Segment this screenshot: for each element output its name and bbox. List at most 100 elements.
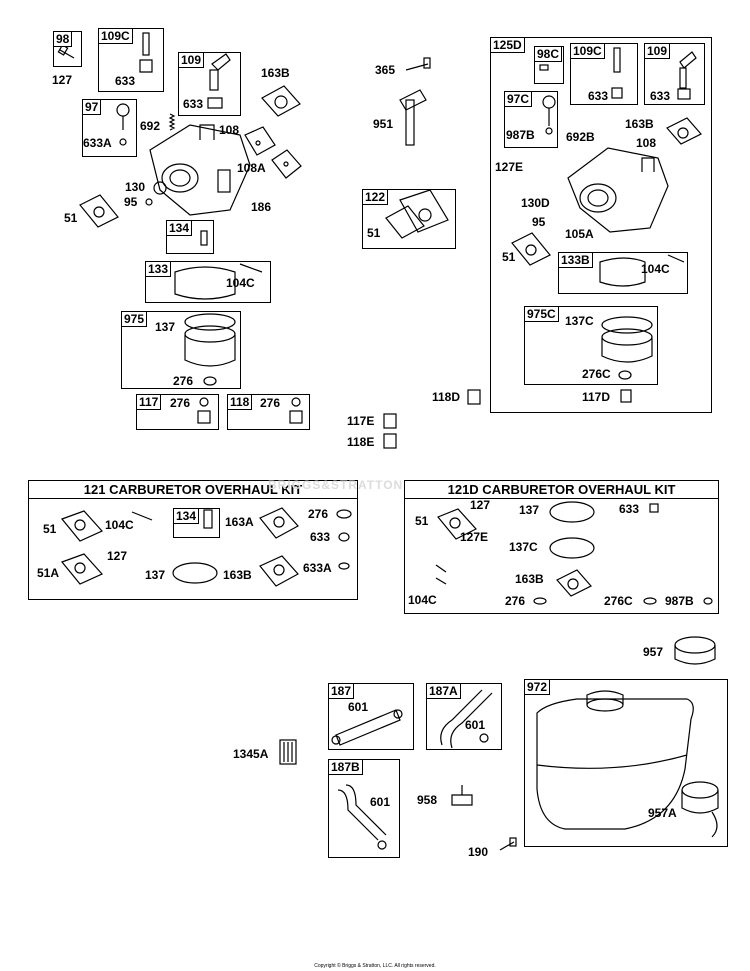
label-51: 51 bbox=[502, 250, 516, 264]
group-box-117 bbox=[136, 394, 219, 430]
label-601: 601 bbox=[348, 700, 369, 714]
float-icon bbox=[599, 254, 685, 287]
tag-134-kit: 134 bbox=[173, 508, 200, 524]
tag-109c: 109C bbox=[98, 28, 133, 44]
label-117d: 117D bbox=[582, 390, 611, 404]
label-276c: 276C bbox=[582, 367, 611, 381]
label-163b: 163B bbox=[223, 568, 252, 582]
carburetor-icon bbox=[149, 124, 251, 216]
label-163b: 163B bbox=[625, 117, 654, 131]
fuel-cap-icon bbox=[681, 781, 719, 838]
label-276c: 276C bbox=[604, 594, 633, 608]
label-987b: 987B bbox=[665, 594, 694, 608]
gasket-icon bbox=[79, 194, 119, 228]
label-127: 127 bbox=[107, 549, 128, 563]
label-692b: 692B bbox=[566, 130, 595, 144]
label-957: 957 bbox=[643, 645, 664, 659]
needle-valve-icon bbox=[139, 32, 153, 73]
label-137: 137 bbox=[155, 320, 176, 334]
tag-125d: 125D bbox=[490, 37, 525, 53]
label-163a: 163A bbox=[225, 515, 254, 529]
label-108a: 108A bbox=[237, 161, 266, 175]
primer-icon bbox=[542, 95, 556, 135]
label-957a: 957A bbox=[648, 806, 677, 820]
primer-icon bbox=[116, 103, 130, 146]
fuel-tank-icon bbox=[536, 690, 694, 830]
kit-box-121d: 121D CARBURETOR OVERHAUL KIT bbox=[404, 480, 719, 614]
label-365: 365 bbox=[375, 63, 396, 77]
tag-187: 187 bbox=[328, 683, 355, 699]
group-box-187a bbox=[426, 683, 502, 750]
label-51a: 51A bbox=[37, 566, 60, 580]
label-163b: 163B bbox=[515, 572, 544, 586]
tag-97: 97 bbox=[82, 99, 102, 115]
watermark: BRIGGS&STRATTON bbox=[268, 478, 404, 492]
label-51: 51 bbox=[367, 226, 381, 240]
label-137: 137 bbox=[145, 568, 166, 582]
kit-parts-icon bbox=[60, 507, 352, 587]
label-105a: 105A bbox=[565, 227, 594, 241]
float-bowl-icon bbox=[184, 313, 236, 386]
fitting-icon bbox=[200, 230, 208, 246]
label-127e: 127E bbox=[495, 160, 524, 174]
fuel-line-icon bbox=[331, 709, 403, 746]
tag-975c: 975C bbox=[524, 306, 559, 322]
label-104c: 104C bbox=[226, 276, 255, 290]
label-633: 633 bbox=[588, 89, 609, 103]
label-130: 130 bbox=[125, 180, 146, 194]
label-633: 633 bbox=[650, 89, 671, 103]
carburetor-icon bbox=[567, 147, 669, 233]
kit-parts-icon bbox=[435, 501, 713, 605]
tag-118: 118 bbox=[227, 394, 253, 410]
bolt-icon bbox=[383, 389, 481, 449]
label-633: 633 bbox=[310, 530, 331, 544]
label-108: 108 bbox=[636, 136, 657, 150]
label-276: 276 bbox=[260, 396, 281, 410]
tag-975: 975 bbox=[121, 311, 148, 327]
label-104c: 104C bbox=[408, 593, 437, 607]
label-601: 601 bbox=[370, 795, 391, 809]
label-137: 137 bbox=[519, 503, 540, 517]
tag-134: 134 bbox=[166, 220, 193, 236]
screw-icon bbox=[405, 57, 431, 71]
group-box-975c bbox=[524, 306, 658, 385]
label-633: 633 bbox=[183, 97, 204, 111]
label-633a: 633A bbox=[83, 136, 112, 150]
label-108: 108 bbox=[219, 123, 240, 137]
group-box-133 bbox=[145, 261, 271, 303]
bolt-icon bbox=[197, 397, 303, 424]
tag-98: 98 bbox=[53, 31, 73, 47]
tag-117: 117 bbox=[136, 394, 162, 410]
group-box-122 bbox=[362, 189, 456, 249]
group-box-125d bbox=[490, 37, 712, 413]
label-276: 276 bbox=[173, 374, 194, 388]
tag-109: 109 bbox=[178, 52, 205, 68]
label-951: 951 bbox=[373, 117, 394, 131]
label-276: 276 bbox=[505, 594, 526, 608]
label-137c: 137C bbox=[509, 540, 538, 554]
gasket-icon bbox=[511, 117, 702, 266]
needle-valve-icon bbox=[539, 47, 697, 100]
throttle-plate-icon bbox=[244, 126, 302, 179]
part-box-109-d bbox=[644, 43, 705, 105]
tag-109-d: 109 bbox=[644, 43, 671, 59]
kit-title-121: 121 CARBURETOR OVERHAUL KIT bbox=[29, 481, 357, 499]
group-box-972 bbox=[524, 679, 728, 847]
fuel-line-icon bbox=[440, 689, 493, 749]
label-633: 633 bbox=[115, 74, 136, 88]
label-95: 95 bbox=[124, 195, 138, 209]
tag-133b: 133B bbox=[558, 252, 593, 268]
label-958: 958 bbox=[417, 793, 438, 807]
copyright-notice: Copyright © Briggs & Stratton, LLC. All … bbox=[314, 963, 436, 969]
label-633: 633 bbox=[619, 502, 640, 516]
tag-972: 972 bbox=[524, 679, 551, 695]
label-186: 186 bbox=[251, 200, 272, 214]
tag-122: 122 bbox=[362, 189, 389, 205]
label-118e: 118E bbox=[347, 435, 375, 449]
label-276: 276 bbox=[308, 507, 329, 521]
tag-133: 133 bbox=[145, 261, 172, 277]
label-127e: 127E bbox=[460, 530, 489, 544]
label-190: 190 bbox=[468, 845, 489, 859]
label-104c: 104C bbox=[105, 518, 134, 532]
label-127: 127 bbox=[470, 498, 491, 512]
